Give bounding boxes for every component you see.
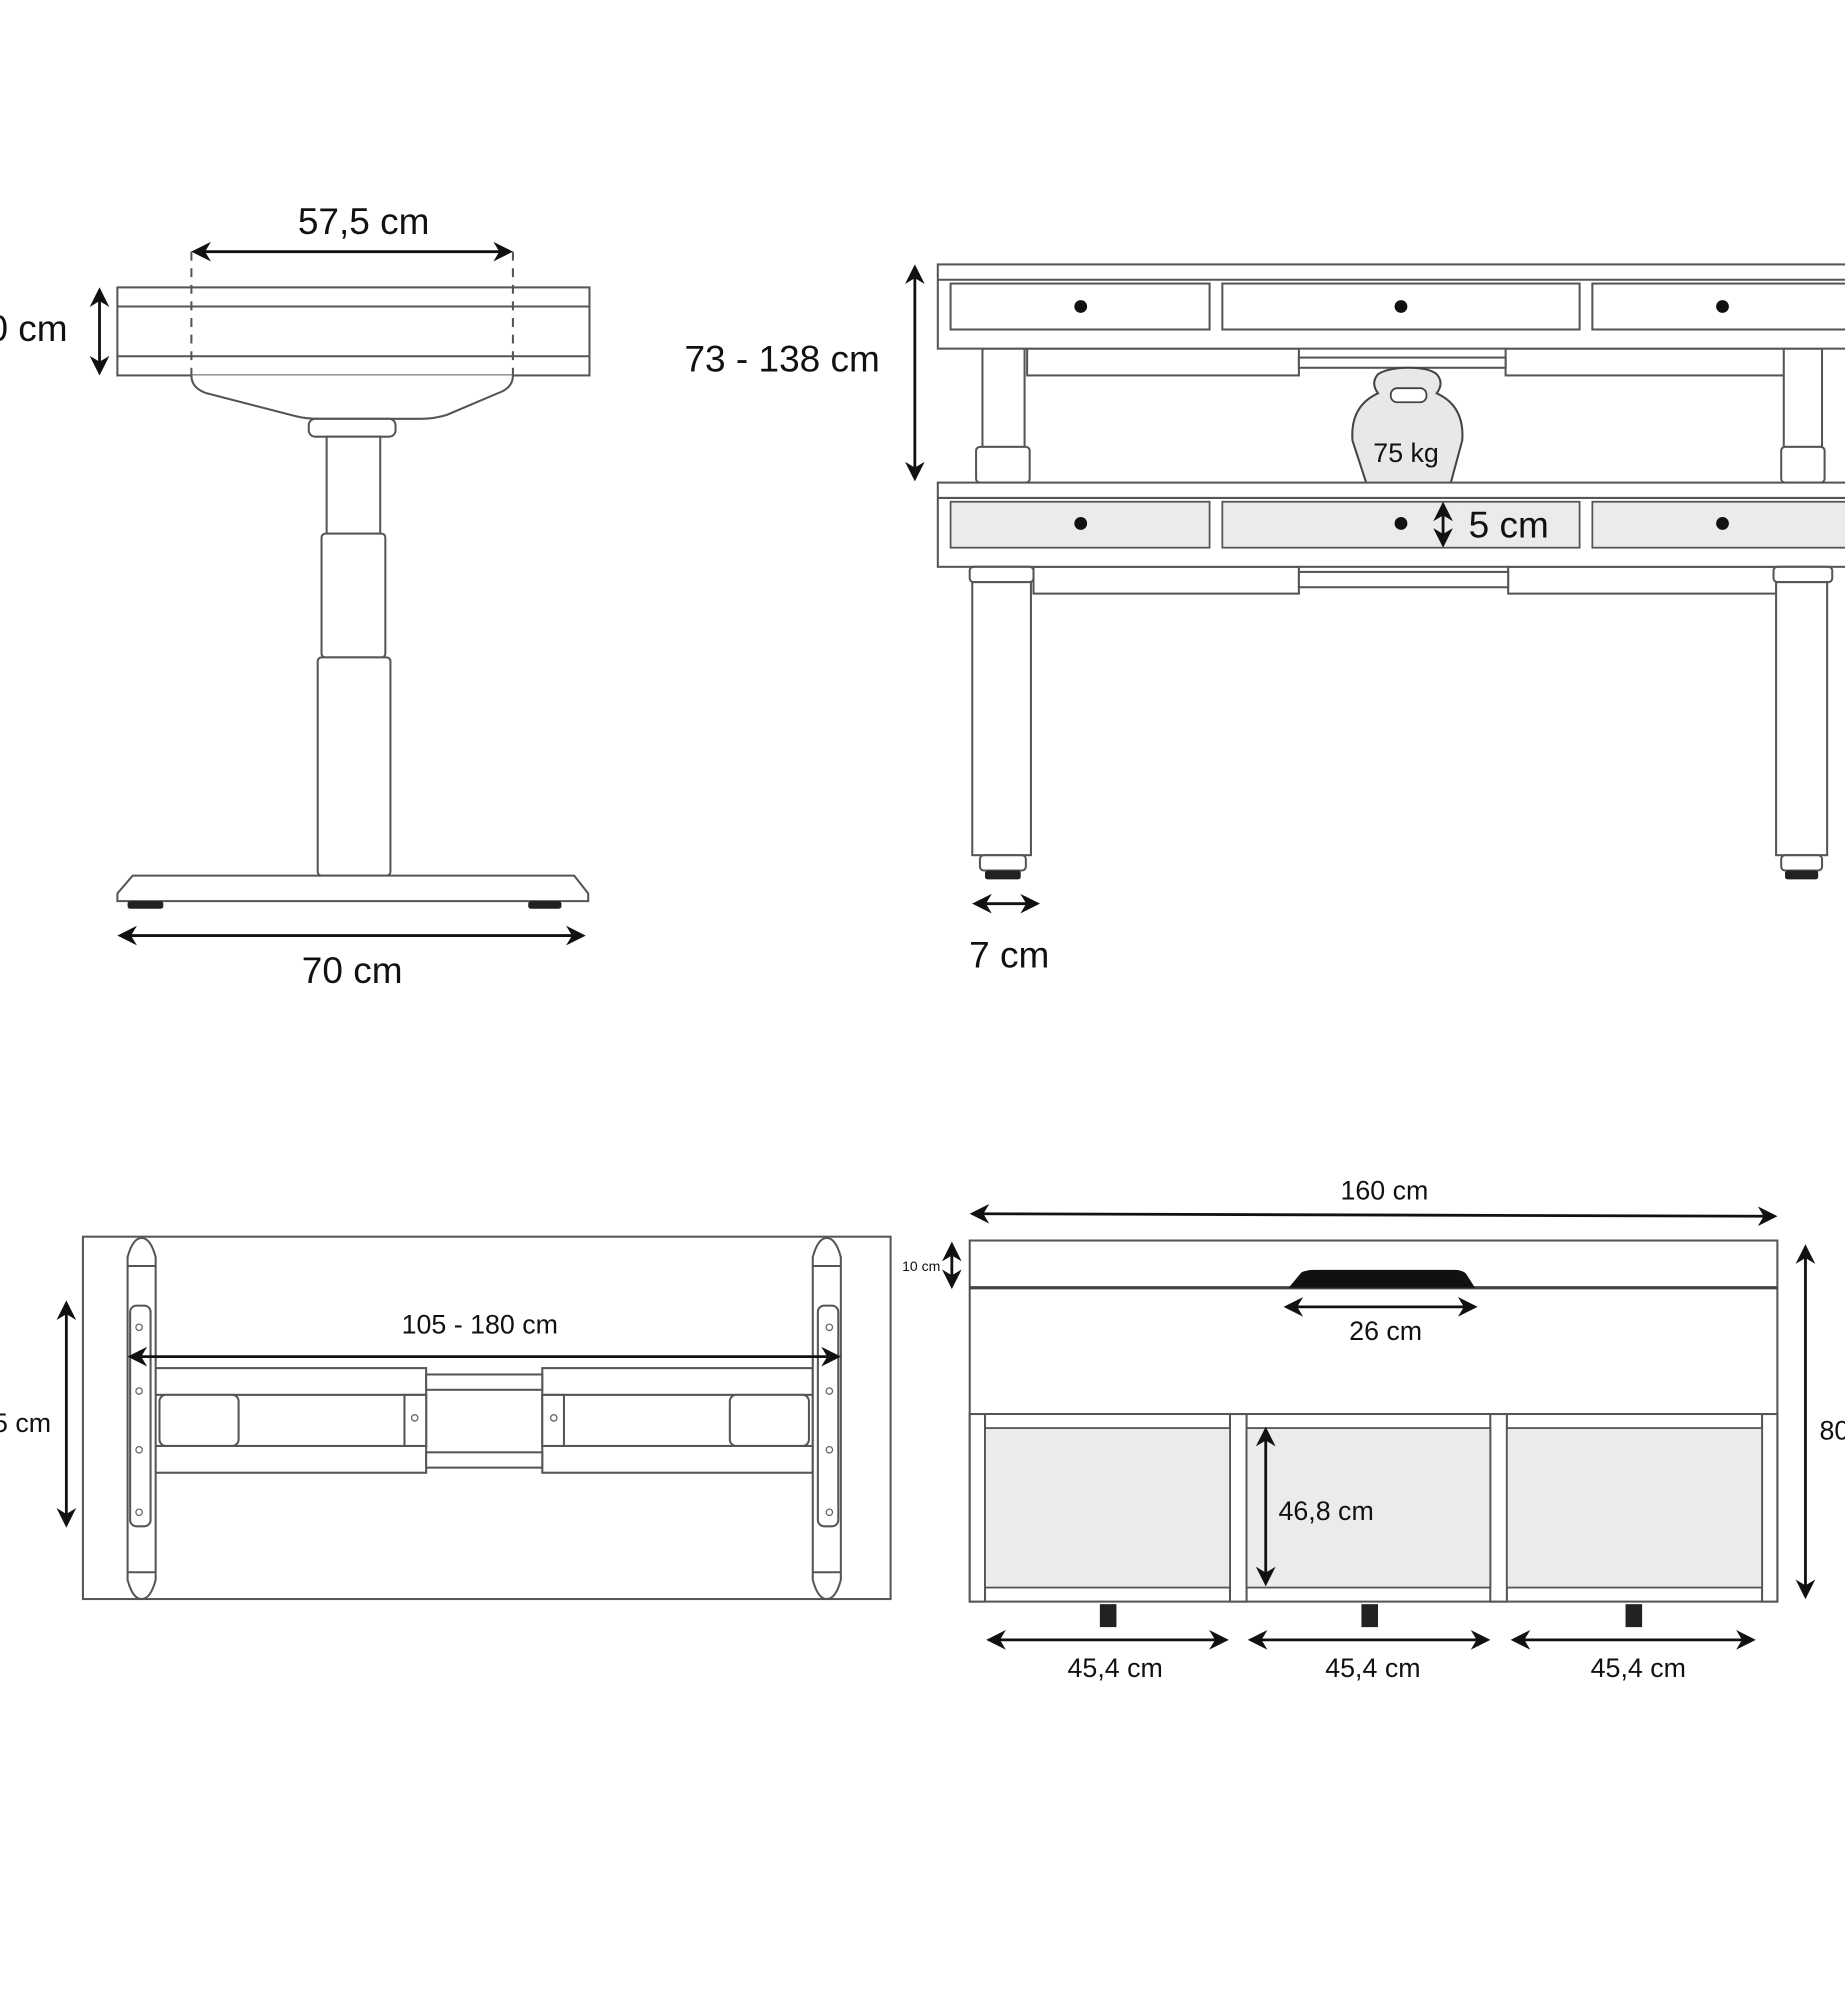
leg-lower [971,581,1032,857]
side-desktop [116,286,591,377]
front-view: 75 kg 5 cm 73 - 138 cm 7 cm [684,263,1845,975]
weight-icon [1351,366,1464,489]
frame-width-label: 105 - 180 cm [402,1310,558,1340]
cable-cutout [1288,1269,1475,1288]
compartment-panel [1245,1427,1492,1589]
column-segment [316,656,392,877]
desk-top-view: 160 cm 10 cm 26 cm 46,8 cm 80 45,4 cm 45… [902,1176,1845,1683]
depth-label: 80 [1819,1416,1845,1446]
base-width-label: 70 cm [302,950,403,991]
compartment-width-label: 45,4 cm [1325,1653,1420,1683]
foot-block [1625,1604,1643,1628]
foot-block [1099,1604,1117,1628]
glide-pad [127,901,164,909]
load-label: 75 kg [1373,438,1439,468]
height-range-label: 73 - 138 cm [684,339,879,380]
top-bracket [190,375,514,420]
column-cap [307,417,397,438]
base-foot [116,874,590,903]
edge-label: 10 cm [902,1258,940,1274]
compartment-width-label: 45,4 cm [1068,1653,1163,1683]
top-width-label: 57,5 cm [298,201,430,242]
cutout-label: 26 cm [1349,1316,1422,1346]
compartment-height-label: 46,8 cm [1278,1496,1373,1526]
frame-top-view: 105 - 180 cm 5 cm [0,1235,892,1601]
leg-upper [981,347,1026,448]
width-label: 160 cm [1340,1176,1428,1206]
compartment-width-label: 45,4 cm [1591,1653,1686,1683]
leg-upper [1782,347,1824,448]
dimension-arrow [969,1203,1778,1227]
top-thickness-label: 5 cm [1469,504,1549,545]
column-segment [320,532,387,659]
side-view: 57,5 cm 0 cm 70 cm [0,201,591,991]
compartment-panel [1505,1427,1763,1589]
leg-lower [1775,581,1829,857]
glide-pad [528,901,562,909]
top-thickness-label: 0 cm [0,308,68,349]
depth-label: 5 cm [0,1408,51,1438]
foot-block [1361,1604,1379,1628]
leg-width-label: 7 cm [969,934,1049,975]
column-segment [325,435,382,535]
compartment-panel [984,1427,1231,1589]
